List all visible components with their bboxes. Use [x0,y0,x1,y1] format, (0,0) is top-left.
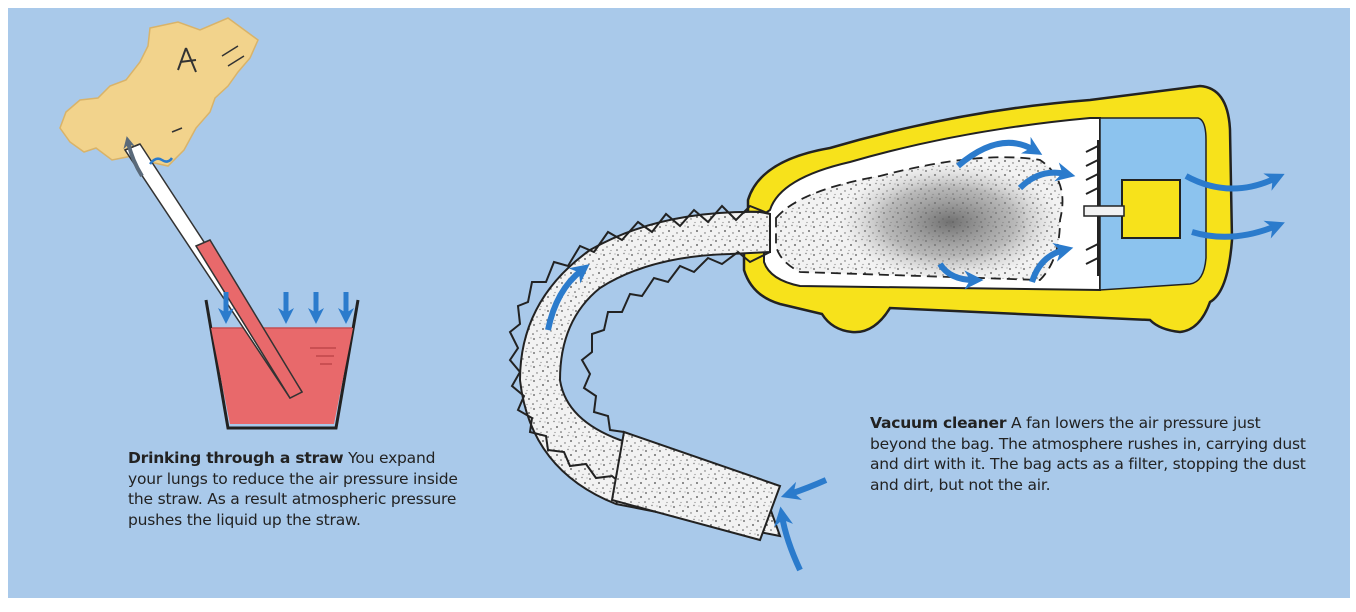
motor [1122,180,1180,238]
straw-scene [60,18,358,428]
vacuum-scene [510,86,1276,570]
illustration-panel: Drinking through a straw You expand your… [8,8,1350,598]
straw-caption: Drinking through a straw You expand your… [128,448,458,530]
face-illustration [60,18,258,166]
vacuum-caption-title: Vacuum cleaner [870,414,1006,432]
nozzle [612,432,780,540]
straw [125,144,302,398]
straw-caption-title: Drinking through a straw [128,449,343,467]
vacuum-caption: Vacuum cleaner A fan lowers the air pres… [870,413,1320,495]
